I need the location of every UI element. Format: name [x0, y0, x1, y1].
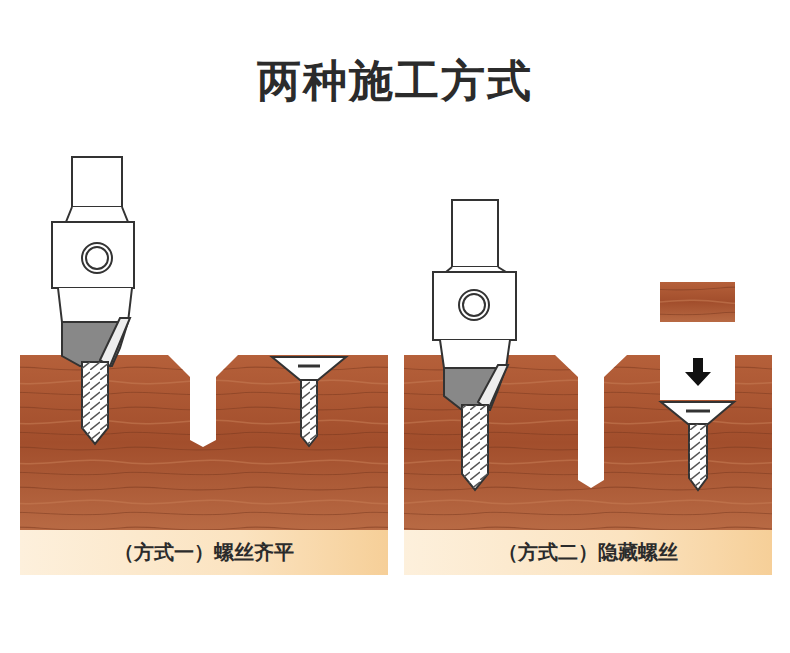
wood-block: [404, 355, 772, 530]
down-arrow: [685, 358, 711, 386]
caption-text: （方式一）螺丝齐平: [114, 539, 294, 566]
countersink-drill: [433, 200, 516, 490]
wood-plug: [660, 282, 735, 322]
caption-text: （方式二）隐藏螺丝: [498, 539, 678, 566]
caption-band: （方式二）隐藏螺丝: [404, 530, 772, 575]
hidden-screw: [661, 402, 734, 490]
wood-block: [20, 355, 388, 530]
flush-screw: [272, 357, 346, 446]
countersink-drill: [52, 157, 134, 444]
caption-band: （方式一）螺丝齐平: [20, 530, 388, 575]
page-title: 两种施工方式: [0, 52, 790, 111]
